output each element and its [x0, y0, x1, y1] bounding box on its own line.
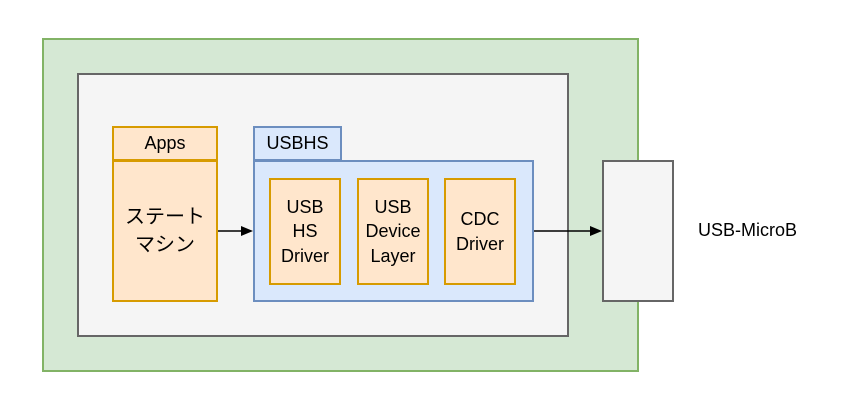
- arrowhead-icon: [590, 226, 602, 236]
- arrowhead-icon: [241, 226, 253, 236]
- usbhs-header-label: USBHS: [266, 133, 329, 153]
- usb-device-layer-label: USB Device Layer: [365, 197, 421, 266]
- edge-usbhs-to-connector: [534, 226, 602, 236]
- usb-hs-driver-label: USB HS Driver: [281, 197, 329, 266]
- usb-hs-driver-box: USB HS Driver: [269, 178, 341, 285]
- cdc-driver-box: CDC Driver: [444, 178, 516, 285]
- usb-microb-connector-box: [602, 160, 674, 302]
- usb-microb-label: USB-MicroB: [698, 220, 798, 240]
- apps-header-label: Apps: [144, 133, 186, 153]
- usb-device-layer-box: USB Device Layer: [357, 178, 429, 285]
- edge-apps-to-usbhs: [218, 226, 253, 236]
- apps-state-machine-box: ステート マシン: [112, 160, 218, 302]
- cdc-driver-label: CDC Driver: [456, 209, 504, 254]
- state-machine-label: ステート マシン: [125, 206, 205, 256]
